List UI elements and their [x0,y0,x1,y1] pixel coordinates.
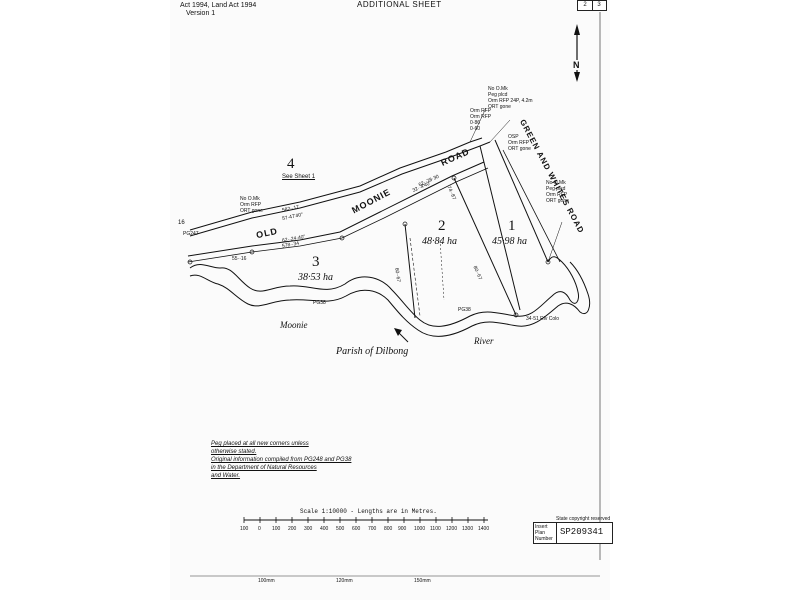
river-label-river: River [474,336,494,346]
lot-4-number: 4 [287,156,295,172]
lot-dashed-2 [439,239,445,301]
scale-tick-3: 200 [288,526,297,532]
lot-1-area: 45·98 ha [492,236,527,247]
lot-2-area: 48·84 ha [422,236,457,247]
plan-number-label: Insert Plan Number [534,523,557,543]
scale-tick-1: 0 [258,526,261,532]
plan-number: SP209341 [560,527,604,537]
note-line-5: and Water. [211,473,241,479]
scale-tick-11: 1000 [414,526,426,532]
lot-3-area: 38·53 ha [298,272,333,283]
road-south-edge [187,161,485,257]
gw-road-east-2 [502,149,561,263]
plan-ref-pg38-b: PG38 [458,307,471,313]
parish-label: Parish of Dilbong [336,346,409,357]
scale-tick-10: 900 [398,526,407,532]
survey-mark-note-2: Orm RFP Orm RFP 0·86 0·60 [470,108,492,132]
scale-tick-9: 800 [384,526,393,532]
lot-1-number: 1 [508,218,516,234]
scale-tick-6: 500 [336,526,345,532]
plan-number-box: Insert Plan Number SP209341 [533,522,613,544]
ruler-label-2: 120mm [336,578,353,584]
scale-label: Scale 1:10000 - Lengths are in Metres. [300,508,437,515]
ruler-label-1: 100mm [258,578,275,584]
scale-tick-4: 300 [304,526,313,532]
lot-16-number: 16 [178,220,185,226]
note-line-1: Peg placed at all new corners unless [211,441,309,447]
sheet-number: 2 [578,1,593,10]
survey-mark-note-1: No O.Mk Peg plcd Orm RFP 24P, 4.2m ORT g… [488,86,533,110]
plan-label-line-3: Number [535,536,553,542]
scale-tick-12: 1100 [430,526,441,532]
survey-mark-note-4: No O.Mk Peg plcd Orm RFP ORT gone [546,180,569,204]
plan-ref-pg38-a: PG38 [313,300,326,306]
gw-road-west [479,145,521,311]
plan-label-line-2: Plan [535,530,546,536]
bearing-1: 55··16 [232,256,247,262]
note-line-4: in the Department of Natural Resources [211,465,317,471]
scale-tick-0: 100 [240,526,249,532]
lot-2-number: 2 [438,218,446,234]
flow-arrow-icon [394,328,409,343]
scale-tick-2: 100 [272,526,281,532]
lot-dashed-1 [409,237,421,317]
lot-4-note: See Sheet 1 [282,174,316,180]
road-south-edge-2 [187,167,489,263]
scale-tick-5: 400 [320,526,329,532]
note-line-3: Original information compiled from PG248… [211,457,352,463]
scale-tick-15: 1400 [478,526,490,532]
river-bank-north [189,256,579,327]
scale-bar [243,517,488,523]
survey-mark-note-5: No O.Mk Orm RFP ORT gone [240,196,263,214]
ruler-label-3: 150mm [414,578,431,584]
river-label-moonie: Moonie [280,320,308,330]
plan-ref-pg247: PG247 [183,231,199,237]
sheet-title: ADDITIONAL SHEET [357,0,442,9]
survey-mark-note-3: OSP Orm RFP ORT gone [508,134,531,152]
lot-3-number: 3 [312,254,320,270]
legislation-text: Act 1994, Land Act 1994 [180,2,257,9]
scale-tick-13: 1200 [446,526,458,532]
note-line-2: otherwise stated. [211,449,257,455]
lot2-lot1-boundary [453,177,517,316]
north-arrow-icon [574,24,580,82]
sheet-total: 3 [597,2,601,8]
scale-tick-7: 600 [352,526,361,532]
sheet-number-box: 2 3 [577,0,607,11]
copyright-stamp: State copyright reserved [556,516,611,522]
bearing-11: 34·51 Riv Colo [526,316,560,322]
scale-tick-14: 1300 [462,526,474,532]
plan-label-line-1: Insert [535,524,548,530]
river-bank-south [189,261,591,337]
scale-tick-8: 700 [368,526,377,532]
survey-plan-sheet [170,0,610,600]
gw-road-east [494,139,549,263]
lot4-boundary [189,137,483,231]
north-label: N [573,60,580,70]
road-north-edge [189,141,491,237]
version-text: Version 1 [186,10,216,17]
lot3-lot2-boundary [404,223,416,319]
